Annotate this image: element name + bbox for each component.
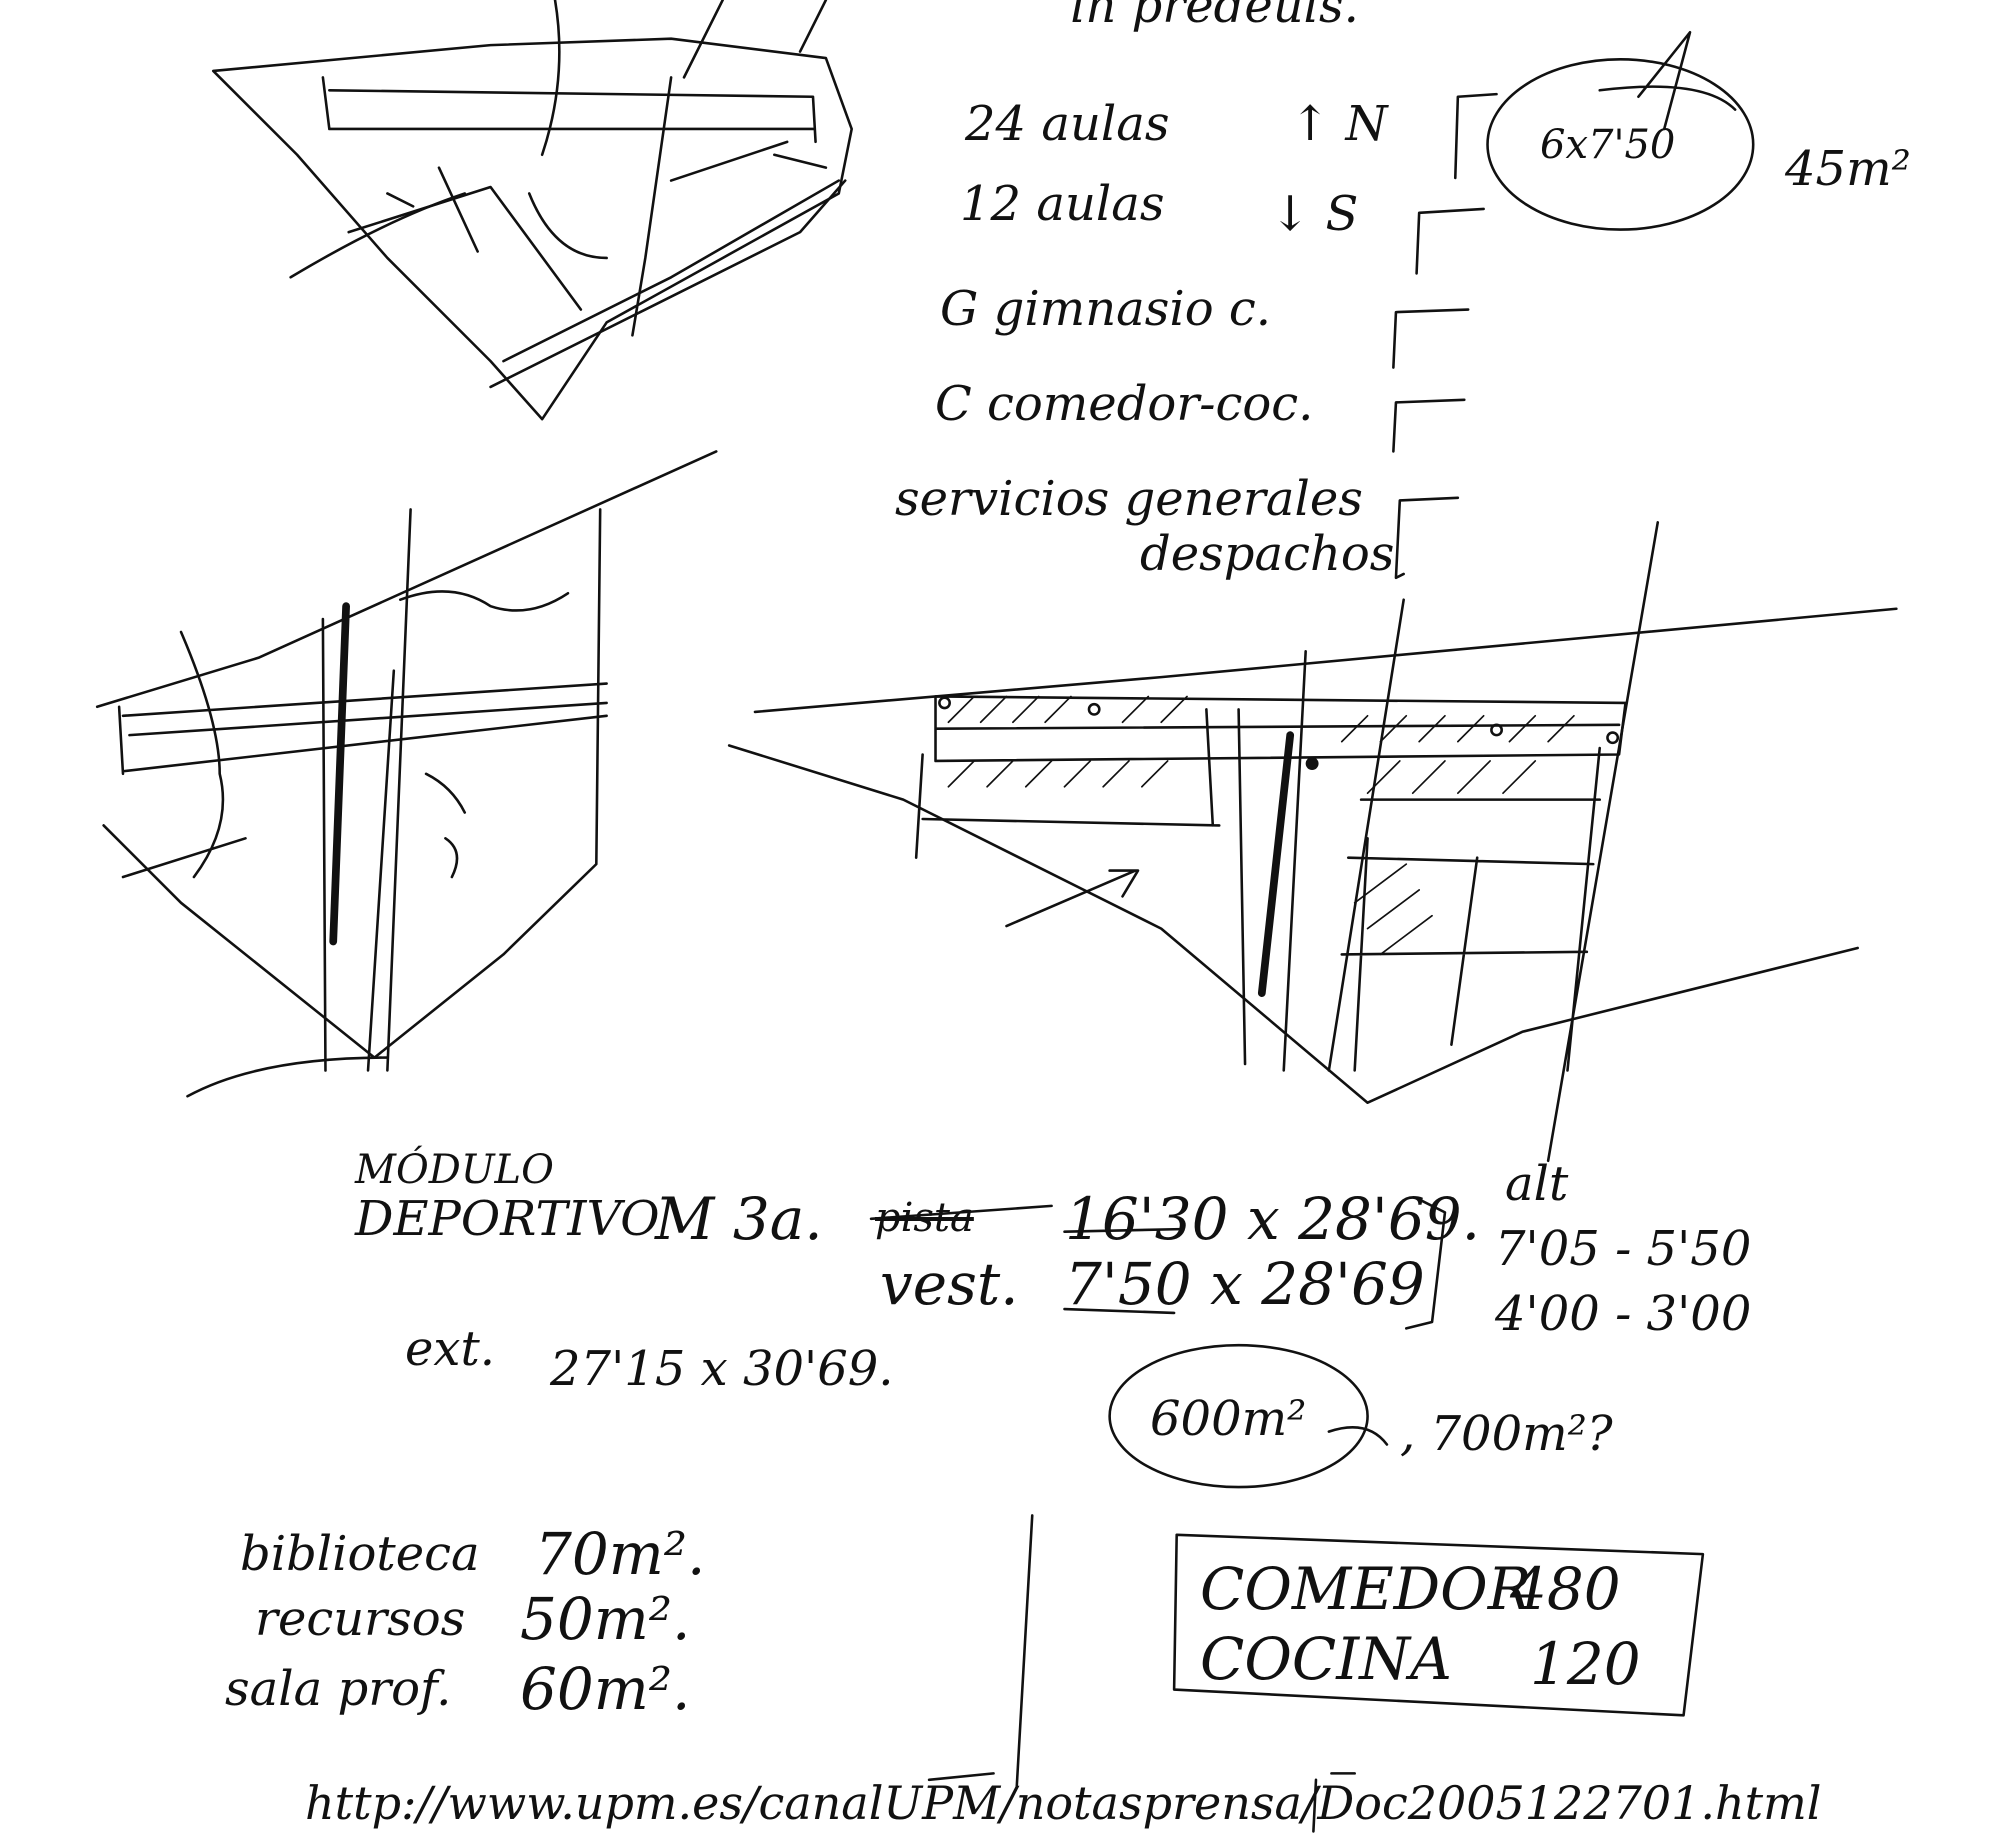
section-sketch-right — [727, 521, 1898, 1163]
module-title-1: MÓDULO — [355, 1147, 554, 1193]
classroom-area: 45m² — [1785, 141, 1911, 197]
module-title-2: DEPORTIVO — [355, 1191, 660, 1247]
cocina-label: COCINA — [1200, 1625, 1452, 1693]
divider-lines — [927, 1514, 1356, 1833]
room-sala-prof: sala prof. — [225, 1661, 452, 1717]
ext-dimensions: 27'15 x 30'69. — [550, 1341, 894, 1397]
room-recursos-area: 50m². — [520, 1585, 691, 1653]
vest-label: vest. — [880, 1250, 1019, 1318]
program-brackets — [1392, 92, 1498, 580]
source-url: http://www.upm.es/canalUPM/notasprensa/D… — [305, 1776, 1822, 1830]
program-item-24-aulas: 24 aulas — [965, 96, 1170, 152]
alternate-area: , 700m²? — [1400, 1406, 1613, 1462]
room-recursos: recursos — [255, 1591, 466, 1647]
room-biblioteca-area: 70m². — [535, 1520, 706, 1588]
circled-area: 600m² — [1150, 1391, 1307, 1447]
dining-box — [1172, 1533, 1705, 1717]
room-biblioteca: biblioteca — [240, 1526, 480, 1582]
program-item-servicios: servicios generales — [895, 471, 1363, 527]
top-fragment-text: in predeuls. — [1070, 0, 1359, 34]
program-item-gimnasio: G gimnasio c. — [940, 281, 1272, 337]
alt-label: alt — [1505, 1156, 1569, 1212]
program-item-comedor: C comedor-coc. — [935, 376, 1314, 432]
cocina-value: 120 — [1530, 1630, 1641, 1698]
module-type: M 3a. — [655, 1185, 823, 1253]
dimension-bracket — [1404, 1198, 1447, 1330]
site-plan-sketch-top — [211, 0, 853, 421]
crossed-word: pista — [875, 1195, 974, 1241]
vest-dimensions: 7'50 x 28'69 — [1065, 1250, 1425, 1318]
section-sketch-left — [95, 450, 718, 1098]
letter-a-mark — [1598, 30, 1737, 131]
comedor-label: COMEDOR — [1200, 1555, 1532, 1623]
program-item-12-aulas: 12 aulas — [960, 176, 1165, 232]
alt-values-2: 4'00 - 3'00 — [1495, 1286, 1752, 1342]
south-orientation: ↓ S — [1270, 186, 1359, 242]
north-orientation: ↑ N — [1290, 96, 1388, 152]
comedor-value: 480 — [1510, 1555, 1621, 1623]
room-sala-prof-area: 60m². — [520, 1655, 691, 1723]
classroom-dimensions: 6x7'50 — [1540, 122, 1676, 168]
classroom-dim-circle — [1486, 58, 1755, 231]
alt-values-1: 7'05 - 5'50 — [1495, 1221, 1752, 1277]
area-arrow — [1327, 1426, 1389, 1446]
area-circle — [1108, 1343, 1369, 1489]
ext-label: ext. — [405, 1321, 496, 1377]
pista-dimensions: 16'30 x 28'69. — [1065, 1185, 1481, 1253]
underlines — [869, 1204, 1182, 1315]
program-item-despachos: despachos — [1140, 526, 1395, 582]
